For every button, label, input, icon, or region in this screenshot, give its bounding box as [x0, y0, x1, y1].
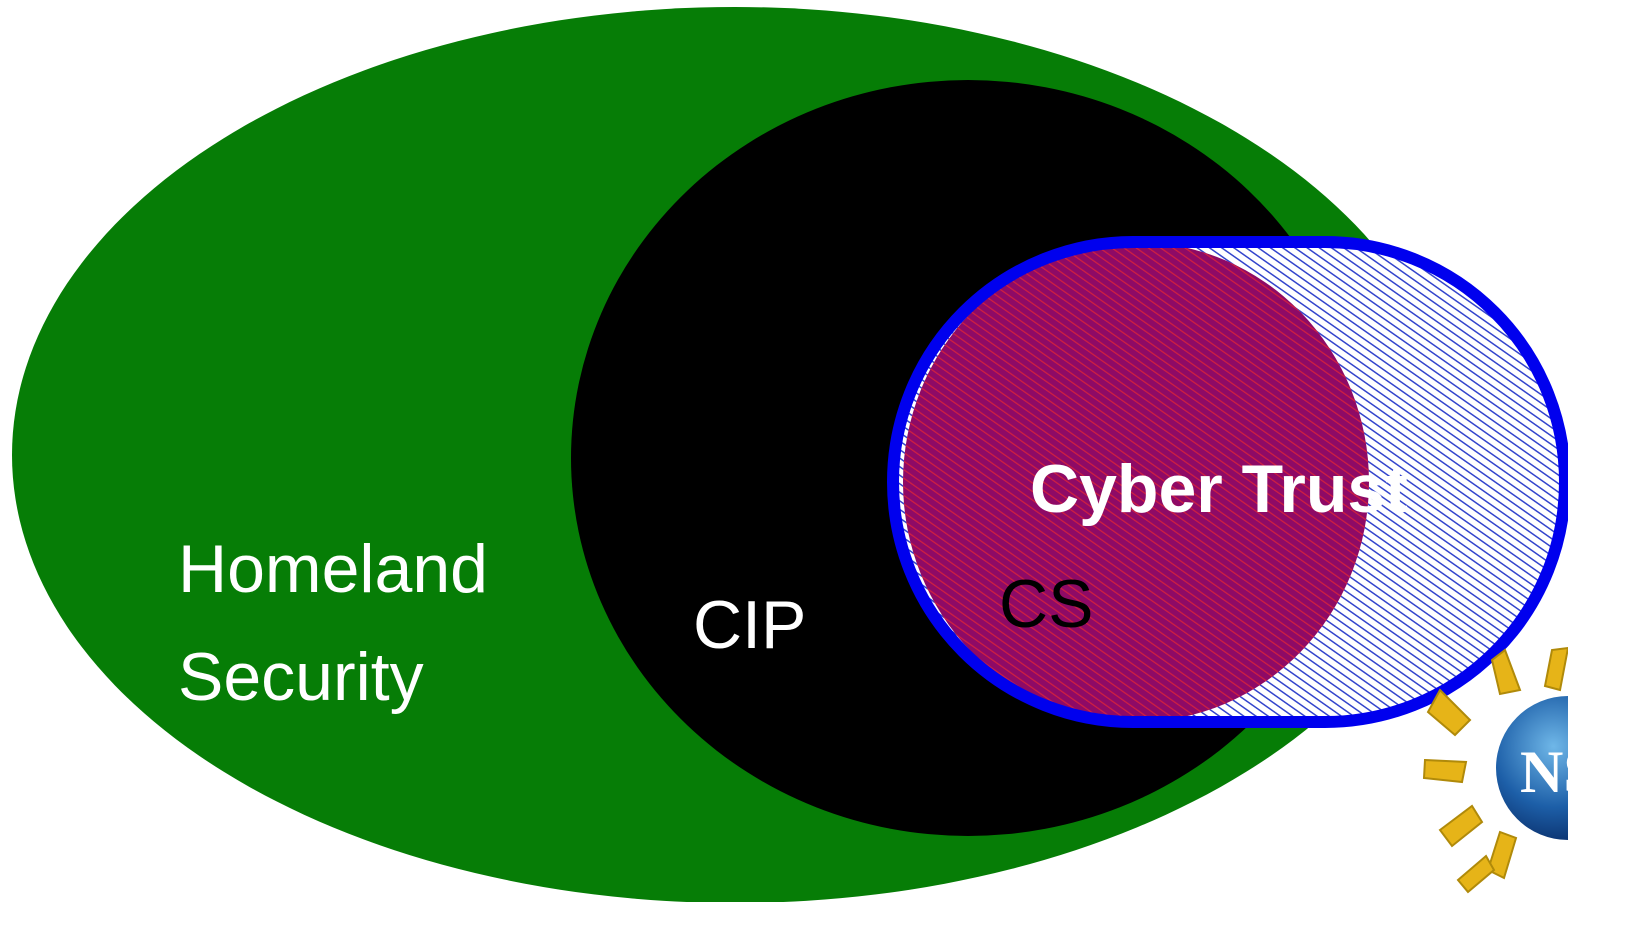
- cs-label: CS: [999, 566, 1093, 642]
- venn-diagram: Homeland Security CIP CS Cyber Trust NS: [12, 7, 1568, 902]
- cip-label: CIP: [693, 587, 806, 663]
- nsf-logo-icon: NS: [1422, 646, 1568, 894]
- homeland-label-line1: Homeland: [178, 531, 488, 607]
- diagram-canvas: Homeland Security CIP CS Cyber Trust NS: [12, 7, 1568, 902]
- homeland-label-line2: Security: [178, 639, 424, 715]
- cyber-trust-border: [887, 236, 1568, 728]
- cs-region: [903, 242, 1369, 722]
- cyber-trust-label: Cyber Trust: [1030, 451, 1408, 527]
- nsf-logo-text: NS: [1520, 739, 1568, 805]
